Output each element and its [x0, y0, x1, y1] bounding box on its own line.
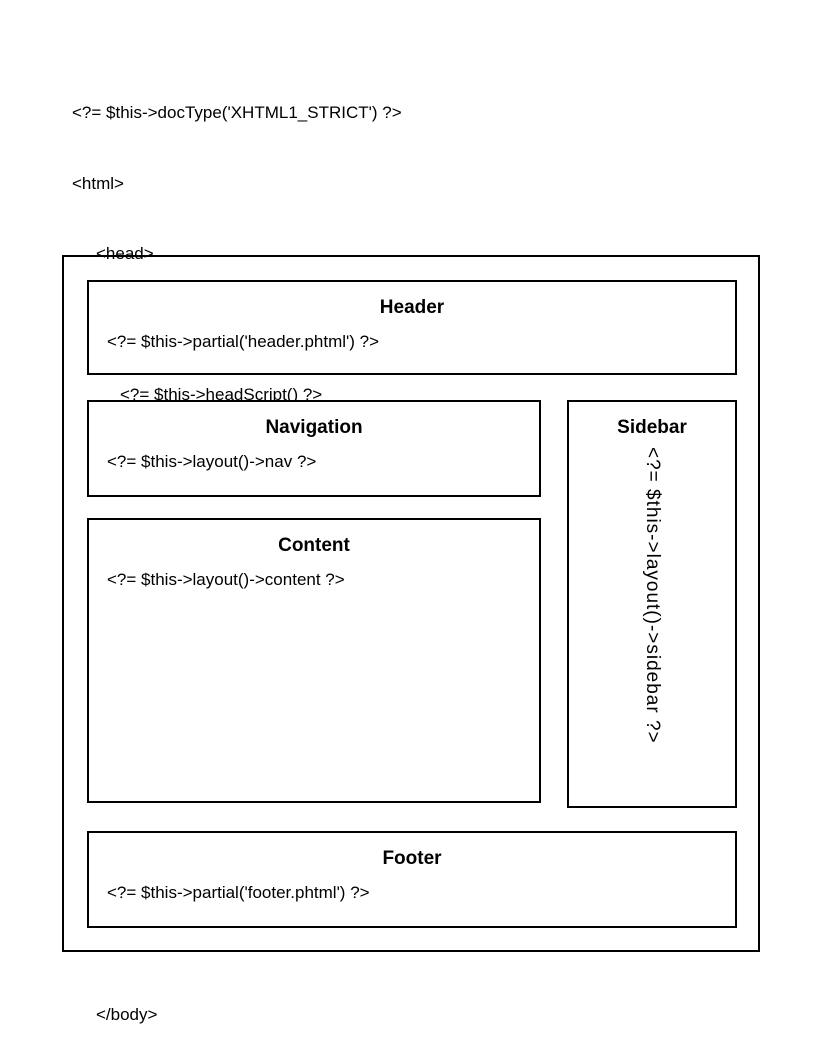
footer-box-title: Footer — [382, 848, 442, 869]
header-box-title: Header — [379, 297, 445, 318]
content-box-title: Content — [278, 535, 350, 556]
code-line-html-open: <html> — [72, 173, 124, 193]
code-line-head-script: <?= $this->headScript() ?> — [120, 385, 323, 404]
header-box-code: <?= $this->partial('header.phtml') ?> — [107, 332, 380, 351]
sidebar-box-code: <?= $this->layout()->sidebar ?> — [642, 447, 663, 744]
footer-box-code: <?= $this->partial('footer.phtml') ?> — [107, 883, 370, 902]
content-box: Content <?= $this->layout()->content ?> — [87, 518, 541, 803]
navigation-box-title: Navigation — [265, 417, 363, 438]
code-line-body-close: </body> — [96, 1005, 158, 1024]
body-wireframe-box: Header <?= $this->partial('header.phtml'… — [62, 255, 760, 952]
navigation-box-code: <?= $this->layout()->nav ?> — [107, 452, 317, 471]
code-block-bottom: </body> </html> — [72, 956, 157, 1056]
content-box-code: <?= $this->layout()->content ?> — [107, 570, 345, 589]
sidebar-box-title: Sidebar — [617, 417, 687, 438]
header-box: Header <?= $this->partial('header.phtml'… — [87, 280, 737, 375]
code-line-head-open: <head> — [96, 244, 154, 263]
code-line-doctype: <?= $this->docType('XHTML1_STRICT') ?> — [72, 103, 402, 122]
sidebar-box: Sidebar <?= $this->layout()->sidebar ?> — [567, 400, 737, 808]
navigation-box: Navigation <?= $this->layout()->nav ?> — [87, 400, 541, 497]
footer-box: Footer <?= $this->partial('footer.phtml'… — [87, 831, 737, 928]
